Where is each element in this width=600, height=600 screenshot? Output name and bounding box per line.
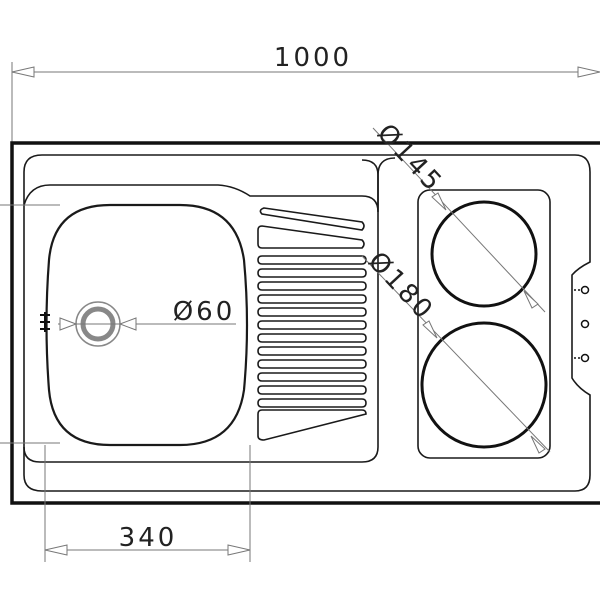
drainboard-rib <box>259 207 365 231</box>
drainboard-rib <box>257 359 367 369</box>
drainboard-ribs <box>257 207 367 441</box>
large-hotplate <box>420 321 548 449</box>
drain: Ø60 <box>58 297 236 347</box>
knob-icon <box>580 319 590 329</box>
drainboard-rib <box>257 372 367 382</box>
sink-unit-outline <box>50 159 379 213</box>
knob-icon <box>580 285 590 295</box>
small-hotplate-label: Ø145 <box>371 118 449 198</box>
dimension-bowl-width: 340 <box>44 445 251 562</box>
bowl-width-label: 340 <box>119 523 178 553</box>
drainboard-rib <box>257 320 367 330</box>
sink-unit-body <box>23 175 379 463</box>
control-knobs <box>574 285 590 363</box>
drainboard-rib <box>257 398 367 408</box>
drain-diameter-label: Ø60 <box>173 297 236 327</box>
drainboard-rib <box>257 333 367 343</box>
drainboard-rib <box>257 268 367 278</box>
overall-width-label: 1000 <box>274 43 352 73</box>
drainboard-rib <box>257 307 367 317</box>
drainboard-rib <box>257 346 367 356</box>
dimension-large-hotplate: Ø180 <box>361 246 551 454</box>
countertop-outline <box>10 141 600 505</box>
hob-plate <box>417 189 551 459</box>
drainboard-rib <box>257 294 367 304</box>
overflow-marker <box>40 312 50 332</box>
drainboard-rib <box>257 225 365 249</box>
drainboard-rib <box>257 409 367 441</box>
knob-icon <box>580 353 590 363</box>
drainboard-rib <box>257 281 367 291</box>
drainboard-rib <box>257 385 367 395</box>
small-hotplate <box>430 200 538 308</box>
drainboard-rib <box>257 255 367 265</box>
large-hotplate-label: Ø180 <box>362 246 440 326</box>
hob-unit-outline <box>377 157 396 176</box>
dimension-overall-width: 1000 <box>11 43 600 143</box>
sink-tray-outline <box>23 154 591 492</box>
sink-bowl <box>45 203 249 447</box>
